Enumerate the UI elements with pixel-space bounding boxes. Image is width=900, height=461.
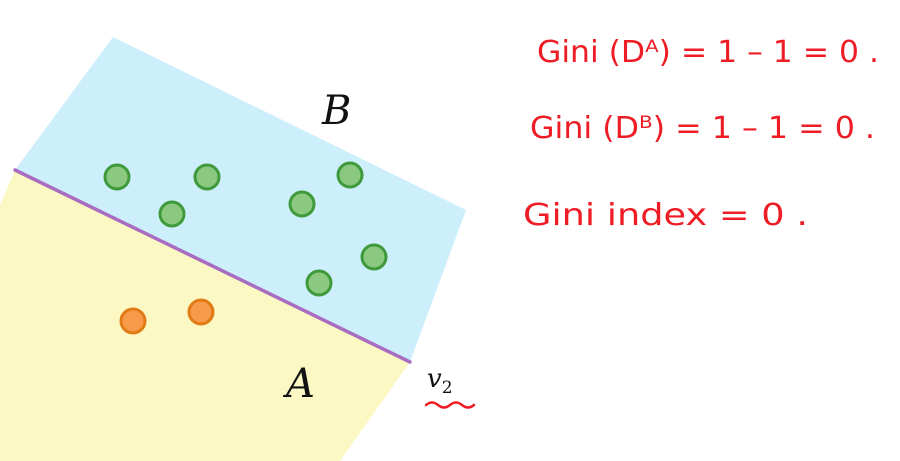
split-line (13, 168, 412, 364)
split-line-label: v2 (427, 364, 453, 398)
green-points (103, 161, 388, 297)
orange-point (119, 307, 147, 335)
gini-index-result: Gini index = 0 . (523, 198, 808, 233)
gini-d-b-formula: Gini (Dᴮ) = 1 – 1 = 0 . (530, 111, 875, 146)
split-line-label-base: v (427, 364, 442, 394)
green-point (288, 190, 316, 218)
orange-points (119, 298, 215, 335)
green-point (360, 243, 388, 271)
green-point (305, 269, 333, 297)
green-point (193, 163, 221, 191)
region-b (15, 37, 466, 362)
orange-point (187, 298, 215, 326)
green-point (336, 161, 364, 189)
gini-d-a-formula: Gini (Dᴬ) = 1 – 1 = 0 . (537, 35, 879, 70)
region-b-label: B (321, 88, 351, 134)
region-a-label: A (282, 361, 315, 407)
split-line-label-sub: 2 (442, 378, 453, 398)
green-point (103, 163, 131, 191)
green-point (158, 200, 186, 228)
squiggle-underline (424, 401, 476, 409)
